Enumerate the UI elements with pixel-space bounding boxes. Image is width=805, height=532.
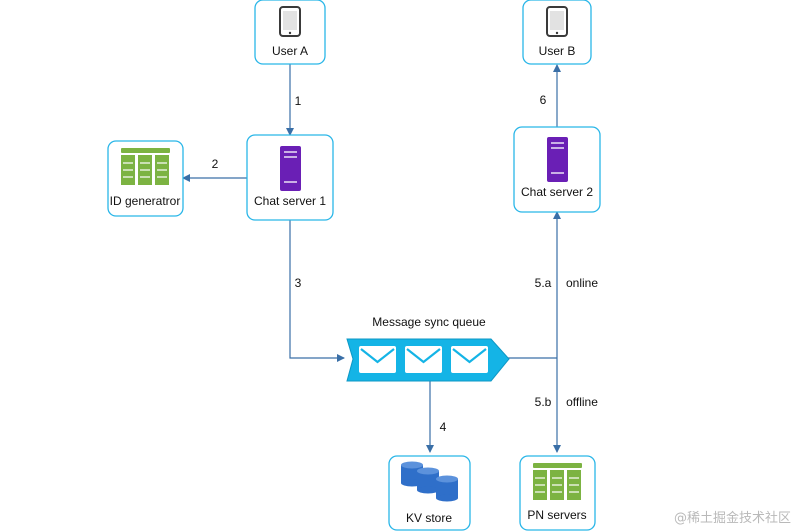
edge-label-offline: offline — [566, 395, 598, 409]
node-label-chat-server-2: Chat server 2 — [521, 185, 593, 199]
node-user-a: User A — [254, 0, 326, 65]
edge-label-5b: 5.b — [535, 395, 552, 409]
node-label-kv-store: KV store — [406, 511, 452, 525]
node-kv-store: KV store — [388, 455, 471, 531]
edge-label-3: 3 — [295, 276, 302, 290]
node-label-chat-server-1: Chat server 1 — [254, 194, 326, 208]
node-id-generator: ID generatror — [107, 140, 184, 217]
server-rack-icon — [533, 463, 582, 500]
edge-label-online: online — [566, 276, 598, 290]
queue-label: Message sync queue — [372, 315, 486, 329]
node-chat-server-2: Chat server 2 — [513, 126, 601, 213]
node-chat-server-1: Chat server 1 — [246, 134, 334, 221]
edge-label-5a: 5.a — [535, 276, 552, 290]
edge-3-chat-server-1-to-queue — [289, 220, 345, 362]
edge-label-1: 1 — [295, 94, 302, 108]
database-cylinders-icon — [401, 461, 458, 502]
server-tower-icon — [280, 146, 301, 191]
node-pn-servers: PN servers — [519, 455, 596, 531]
server-tower-icon — [547, 137, 568, 182]
node-label-user-a: User A — [272, 44, 308, 58]
mobile-phone-icon — [279, 6, 301, 37]
envelope-icon — [451, 346, 488, 373]
envelope-icon — [359, 346, 396, 373]
edge-label-2: 2 — [212, 157, 219, 171]
watermark: @稀土掘金技术社区 — [673, 511, 791, 526]
envelope-icon — [405, 346, 442, 373]
node-user-b: User B — [522, 0, 592, 65]
edge-label-6: 6 — [540, 93, 547, 107]
server-rack-icon — [121, 148, 170, 185]
node-label-id-generator: ID generatror — [110, 194, 181, 208]
node-label-user-b: User B — [539, 44, 576, 58]
message-queue-icon — [346, 338, 510, 382]
mobile-phone-icon — [546, 6, 568, 37]
edge-label-4: 4 — [440, 420, 447, 434]
node-label-pn-servers: PN servers — [527, 508, 586, 522]
edges — [182, 63, 561, 453]
